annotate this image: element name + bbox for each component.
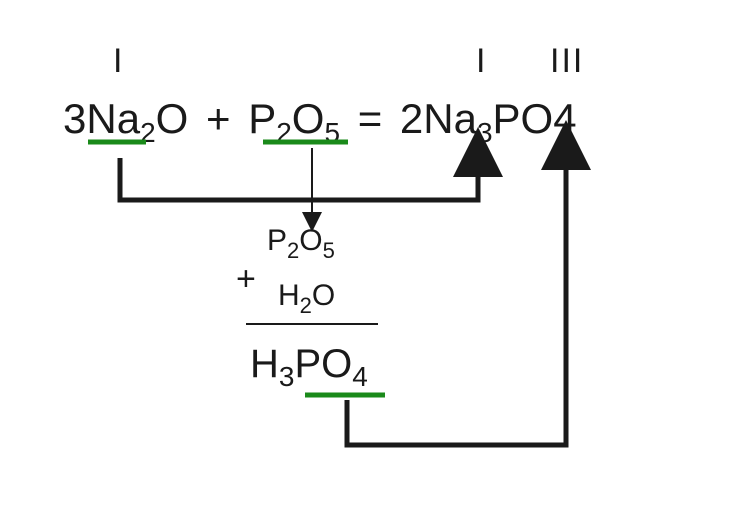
side-p2o5-sub-p: 2 (287, 238, 300, 263)
side-h3po4-h: H (250, 342, 279, 386)
side-h2o-sub: 2 (299, 293, 312, 318)
side-p2o5-p: P (267, 224, 288, 257)
side-h2o-o: O (311, 279, 336, 312)
side-p2o5: P2O5 (267, 224, 335, 262)
arrows (117, 120, 591, 448)
underlines (88, 139, 385, 398)
valence-na-lhs: I (113, 42, 125, 80)
equals-sign: = (357, 95, 383, 142)
plus-sign: + (205, 95, 231, 142)
side-h3po4: H3PO4 (250, 342, 368, 391)
na2o-coefficient: 3 (63, 95, 87, 142)
p2o5-p: P (248, 95, 277, 142)
valence-po4-rhs: III (550, 42, 585, 80)
side-h3po4-sub-o: 4 (352, 361, 368, 392)
side-h3po4-po: PO (294, 342, 353, 386)
p2o5-o: O (291, 95, 325, 142)
main-equation: 3Na2O + P2O5 = 2Na3PO4 (63, 95, 577, 147)
side-p2o5-sub-o: 5 (322, 238, 335, 263)
na2o-oxygen: O (155, 95, 189, 142)
side-h2o-h: H (278, 279, 300, 312)
na3po4-coefficient: 2 (399, 95, 424, 142)
arrow-h3po4-to-po4 (344, 120, 591, 448)
valence-na-rhs: I (476, 42, 488, 80)
na2o-na: Na (86, 95, 141, 142)
side-h3po4-sub-h: 3 (278, 361, 295, 392)
side-h2o: H2O (278, 279, 336, 317)
side-p2o5-o: O (299, 224, 323, 257)
arrow-na-to-product (117, 127, 503, 203)
side-plus-sign: + (236, 260, 256, 298)
